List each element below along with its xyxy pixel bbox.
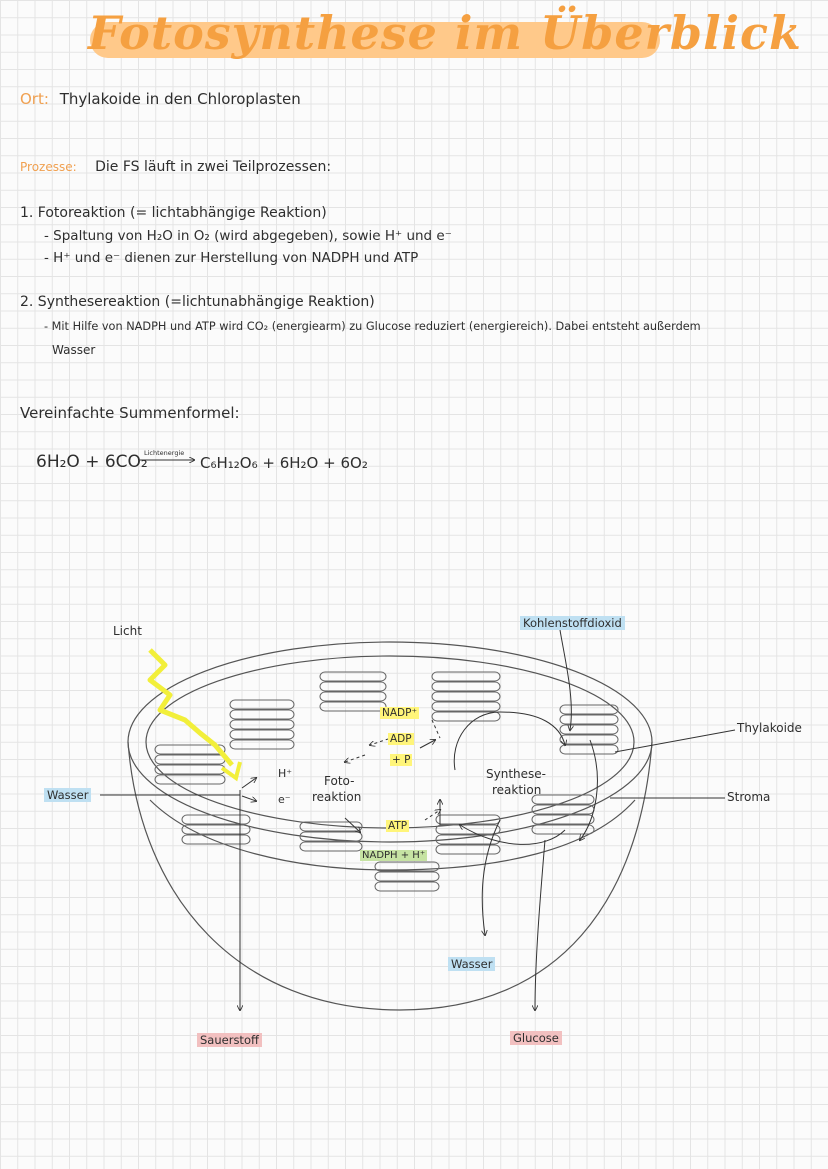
label-h-plus: H⁺ (278, 767, 293, 780)
prozesse-text: Die FS läuft in zwei Teilprozessen: (95, 159, 332, 175)
step1-bullet-2: - H⁺ und e⁻ dienen zur Herstellung von N… (44, 250, 419, 266)
page-title: Fotosynthese im Überblick (88, 6, 802, 60)
label-nadph: NADPH + H⁺ (360, 850, 428, 861)
label-fotoreaktion-1: Foto- (324, 774, 355, 788)
label-wasser-bottom: Wasser (448, 957, 496, 971)
thylakoide-line (614, 729, 736, 753)
cycle-arrows (345, 711, 598, 1010)
label-licht: Licht (113, 624, 142, 638)
step2-bullet-line1: - Mit Hilfe von NADPH und ATP wird CO₂ (… (44, 320, 701, 333)
label-sauerstoff: Sauerstoff (197, 1033, 262, 1047)
prozesse-label: Prozesse: (20, 160, 77, 174)
step1-heading: 1. Fotoreaktion (= lichtabhängige Reakti… (20, 205, 327, 221)
ort-line: Ort: Thylakoide in den Chloroplasten (20, 90, 301, 108)
label-nadp: NADP⁺ (380, 707, 419, 719)
step2-heading: 2. Synthesereaktion (=lichtunabhängige R… (20, 294, 375, 310)
label-adp: ADP (388, 733, 414, 745)
step1-bullet-1: - Spaltung von H₂O in O₂ (wird abgegeben… (44, 228, 452, 244)
formula-rhs: C₆H₁₂O₆ + 6H₂O + 6O₂ (200, 454, 368, 472)
label-stroma: Stroma (727, 790, 771, 804)
label-synthese-1: Synthese- (486, 767, 546, 781)
label-synthese-2: reaktion (492, 783, 542, 797)
light-ray-head (220, 761, 242, 782)
label-e-minus: e⁻ (278, 793, 291, 806)
label-atp: ATP (386, 820, 410, 832)
ort-label: Ort: (20, 90, 49, 108)
label-glucose: Glucose (510, 1031, 562, 1045)
label-plus-p: + P (390, 754, 413, 766)
e-minus-arrow (241, 795, 256, 801)
label-wasser-left: Wasser (44, 788, 92, 802)
title-highlight (90, 22, 660, 58)
summenformel-label: Vereinfachte Summenformel: (20, 404, 240, 422)
label-fotoreaktion-2: reaktion (312, 790, 362, 804)
co2-arrow (559, 629, 571, 730)
formula-lhs: 6H₂O + 6CO₂ (36, 452, 148, 472)
thylakoid-stacks (154, 671, 619, 892)
ort-text: Thylakoide in den Chloroplasten (59, 90, 301, 108)
h-plus-arrow (241, 778, 256, 789)
label-thylakoide: Thylakoide (737, 721, 802, 735)
step2-bullet-line2: Wasser (52, 343, 96, 357)
prozesse-line: Prozesse: Die FS läuft in zwei Teilproze… (20, 159, 331, 175)
label-kohlenstoffdioxid: Kohlenstoffdioxid (520, 616, 625, 630)
light-ray (147, 648, 234, 767)
formula-arrow-label: Lichtenergie (144, 449, 185, 457)
